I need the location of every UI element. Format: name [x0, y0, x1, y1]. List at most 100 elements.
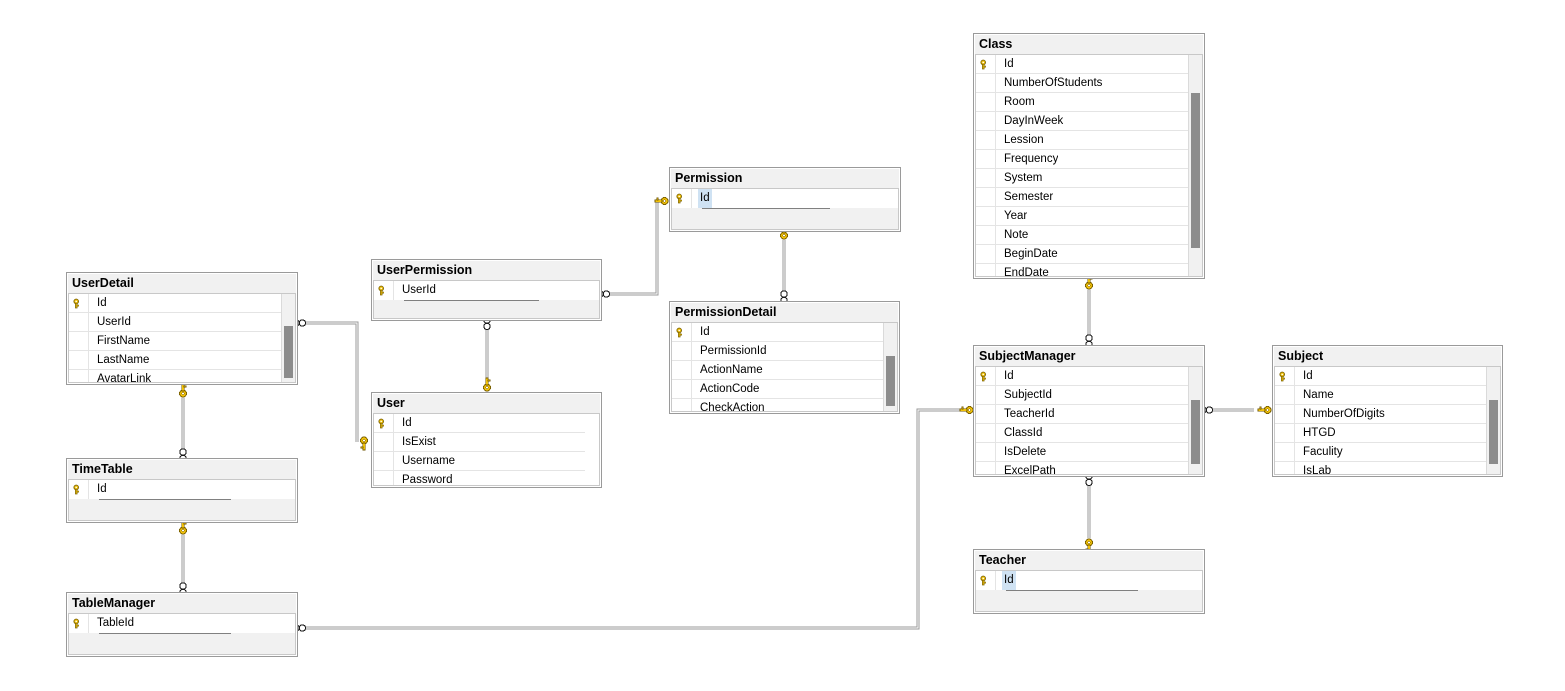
column-name[interactable]: LastName [97, 353, 150, 366]
entity-table-title[interactable]: UserDetail [68, 274, 296, 293]
column-row[interactable]: IsExist [374, 433, 585, 452]
column-row[interactable]: DayInWeek [976, 112, 1188, 131]
column-row[interactable]: BeginDate [976, 245, 1188, 264]
entity-table-title[interactable]: PermissionDetail [671, 303, 898, 322]
column-name[interactable]: Username [402, 454, 456, 467]
vertical-scrollbar[interactable] [281, 294, 295, 382]
vertical-scrollbar[interactable] [883, 323, 897, 411]
column-row[interactable]: Year [976, 207, 1188, 226]
scrollbar-thumb[interactable] [886, 356, 895, 406]
column-name[interactable]: DayInWeek [1004, 114, 1064, 127]
column-row[interactable]: NumberOfStudents [976, 74, 1188, 93]
scrollbar-thumb[interactable] [1191, 93, 1200, 248]
column-name[interactable]: Id [1303, 369, 1313, 382]
column-name[interactable]: IsExist [402, 435, 436, 448]
column-row[interactable]: Id [69, 480, 295, 499]
column-name[interactable]: NumberOfDigits [1303, 407, 1385, 420]
entity-table-title[interactable]: User [373, 394, 600, 413]
column-row[interactable]: Id [374, 414, 585, 433]
column-name[interactable]: Password [402, 474, 453, 486]
entity-table-title[interactable]: TimeTable [68, 460, 296, 479]
column-name[interactable]: Id [402, 416, 412, 429]
column-row[interactable]: ActionCode [672, 380, 883, 399]
column-row[interactable]: CheckAction [672, 399, 883, 412]
column-list[interactable]: Id [672, 189, 898, 229]
column-name[interactable]: Id [97, 483, 107, 495]
entity-table-title[interactable]: SubjectManager [975, 347, 1203, 366]
column-list[interactable]: Id [69, 480, 295, 520]
column-row[interactable]: Name [1275, 386, 1486, 405]
column-list[interactable]: Id [976, 571, 1202, 611]
column-row[interactable]: Id [1275, 367, 1486, 386]
entity-table-title[interactable]: UserPermission [373, 261, 600, 280]
column-name[interactable]: Faculity [1303, 445, 1343, 458]
entity-table-title[interactable]: Permission [671, 169, 899, 188]
entity-table-title[interactable]: TableManager [68, 594, 296, 613]
column-list[interactable]: TableId [69, 614, 295, 654]
scrollbar-thumb[interactable] [1489, 400, 1498, 464]
entity-table-body[interactable]: UserId [373, 280, 600, 319]
column-row[interactable]: NumberOfDigits [1275, 405, 1486, 424]
column-name[interactable]: NumberOfStudents [1004, 76, 1103, 89]
column-row[interactable]: Username [374, 452, 585, 471]
column-name[interactable]: Year [1004, 209, 1028, 222]
column-row[interactable]: Semester [976, 188, 1188, 207]
column-name[interactable]: ExcelPath [1004, 465, 1056, 475]
vertical-scrollbar[interactable] [1188, 55, 1202, 276]
vertical-scrollbar[interactable] [1486, 367, 1500, 474]
column-name[interactable]: Id [97, 296, 107, 309]
column-name[interactable]: TableId [97, 617, 135, 629]
column-name[interactable]: FirstName [97, 334, 151, 347]
entity-table-body[interactable]: Id [975, 570, 1203, 612]
column-row[interactable]: Id [976, 571, 1202, 590]
column-row[interactable]: Note [976, 226, 1188, 245]
column-row[interactable]: TeacherId [976, 405, 1188, 424]
column-name[interactable]: Id [698, 189, 712, 208]
column-row[interactable]: Frequency [976, 150, 1188, 169]
column-name[interactable]: CheckAction [700, 402, 765, 412]
column-name[interactable]: IsLab [1303, 465, 1332, 475]
column-row[interactable]: UserId [69, 313, 281, 332]
column-name[interactable]: SubjectId [1004, 388, 1052, 401]
column-row[interactable]: AvatarLink [69, 370, 281, 383]
column-row[interactable]: HTGD [1275, 424, 1486, 443]
column-name[interactable]: Note [1004, 228, 1029, 241]
column-row[interactable]: Id [976, 55, 1188, 74]
entity-table-title[interactable]: Teacher [975, 551, 1203, 570]
column-row[interactable]: IsDelete [976, 443, 1188, 462]
column-row[interactable]: Room [976, 93, 1188, 112]
column-row[interactable]: ClassId [976, 424, 1188, 443]
column-row[interactable]: FirstName [69, 332, 281, 351]
column-row[interactable]: Lession [976, 131, 1188, 150]
vertical-scrollbar[interactable] [1188, 367, 1202, 474]
column-name[interactable]: Room [1004, 95, 1035, 108]
column-name[interactable]: Id [1004, 369, 1014, 382]
column-row[interactable]: Id [672, 323, 883, 342]
column-name[interactable]: Name [1303, 388, 1334, 401]
entity-table-body[interactable]: TableId [68, 613, 296, 655]
column-row[interactable]: PermissionId [672, 342, 883, 361]
column-row[interactable]: Id [976, 367, 1188, 386]
column-name[interactable]: Id [700, 325, 710, 338]
entity-table-body[interactable]: Id [68, 479, 296, 521]
column-name[interactable]: ClassId [1004, 426, 1043, 439]
column-name[interactable]: Id [1004, 57, 1014, 70]
scrollbar-thumb[interactable] [1191, 400, 1200, 464]
column-row[interactable]: LastName [69, 351, 281, 370]
column-name[interactable]: AvatarLink [97, 373, 152, 383]
column-name[interactable]: Lession [1004, 133, 1044, 146]
column-name[interactable]: ActionName [700, 363, 763, 376]
column-name[interactable]: UserId [402, 284, 436, 296]
